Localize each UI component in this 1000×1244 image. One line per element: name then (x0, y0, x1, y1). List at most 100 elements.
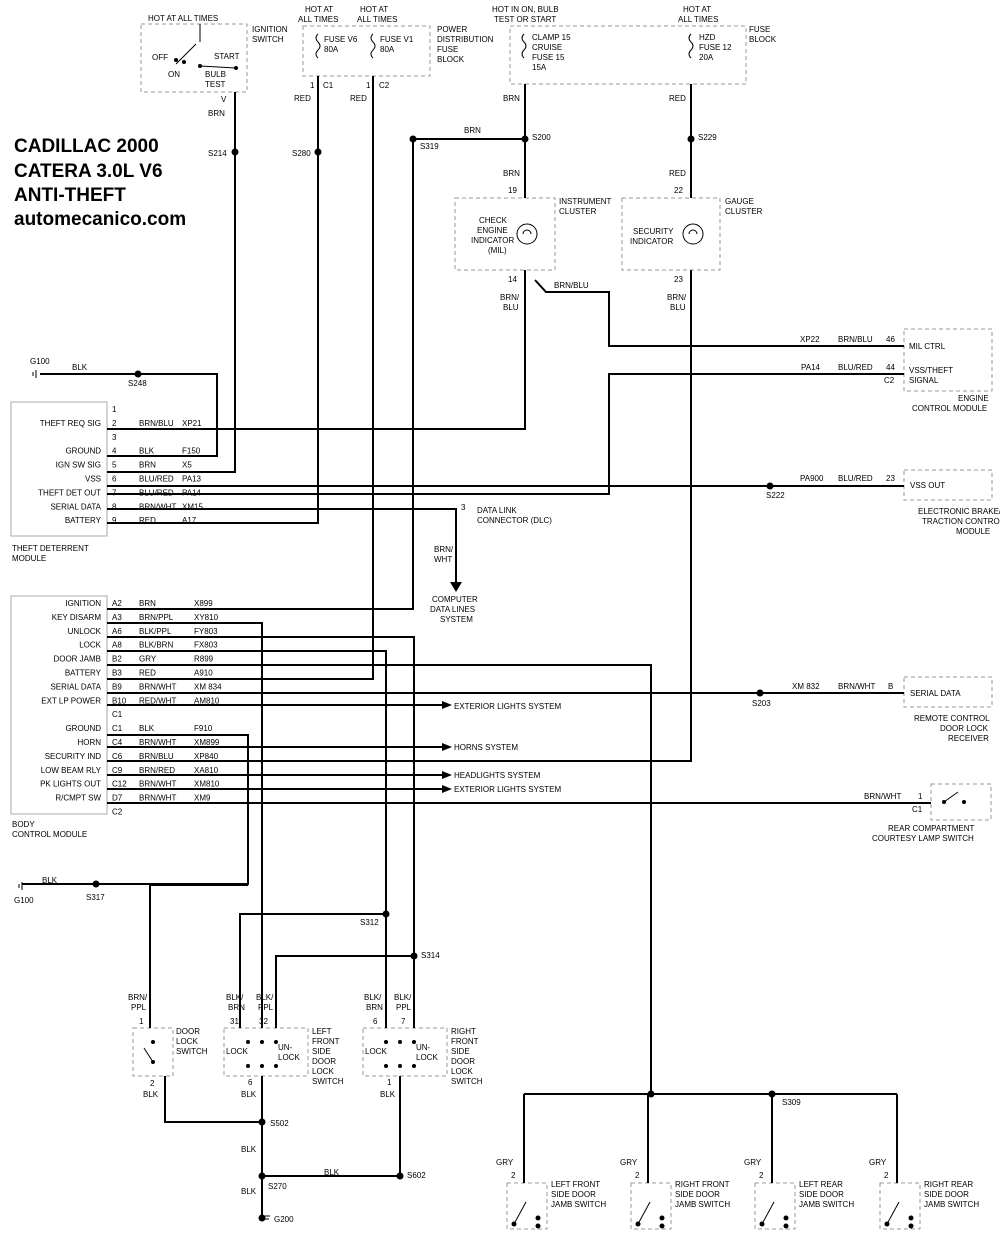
rf-name1: RIGHT (451, 1027, 476, 1036)
blk-1: BLK (241, 1145, 257, 1154)
s319-wire: BRN (464, 126, 481, 135)
rcdlr-pin: B (888, 682, 893, 691)
dot-s602 (396, 1172, 404, 1180)
jamb-switch-blade (761, 1201, 775, 1225)
lf-name6: SWITCH (312, 1077, 344, 1086)
left-front-door-lock-switch: BLK/ BRN BLK/ PPL 31 32 LOCK UN- LOCK LE… (223, 993, 344, 1099)
lf-box (223, 1027, 309, 1077)
fuseblock-f2a: HZD (699, 33, 716, 42)
bcm-name2: CONTROL MODULE (12, 830, 87, 839)
dot-s314 (410, 952, 418, 960)
jamb-name-3: JAMB SWITCH (551, 1200, 606, 1209)
rf-c3 (412, 1040, 416, 1044)
bcm-wire-color: BRN/BLU (139, 752, 174, 761)
bcm-circuit: XY810 (194, 613, 219, 622)
lf-name4: DOOR (312, 1057, 336, 1066)
jamb-name-2: SIDE DOOR (675, 1190, 720, 1199)
rcl-name2: COURTESY LAMP SWITCH (872, 834, 974, 843)
s309-label: S309 (782, 1098, 801, 1107)
rf-box (362, 1027, 448, 1077)
bcm-circuit: XM9 (194, 794, 211, 803)
jamb-wire-color: GRY (744, 1158, 762, 1167)
wire-tdm-ground (40, 373, 218, 457)
pdfb-box (302, 25, 431, 77)
dlc-dest2: DATA LINES (430, 605, 475, 614)
rf-c5 (398, 1064, 402, 1068)
dot-s312 (382, 910, 390, 918)
fuseblock-hot1a: HOT IN ON, BULB (492, 5, 559, 14)
rcl-pin: 1 (918, 792, 923, 801)
gauge-name1: GAUGE (725, 197, 754, 206)
s222-label: S222 (766, 491, 785, 500)
rcl-wire: BRN/WHT (864, 792, 901, 801)
lf-p1: 31 (230, 1017, 239, 1026)
tdm-pin-label: GROUND (65, 447, 101, 456)
tdm-name2: MODULE (12, 554, 46, 563)
bcm-pin-number: C9 (112, 766, 123, 775)
arrow-ext2-icon (442, 785, 452, 793)
rcl-blade (943, 791, 959, 803)
bcm-wire-color: GRY (139, 655, 157, 664)
bcm-dest-ext1: EXTERIOR LIGHTS SYSTEM (454, 702, 561, 711)
bcm-circuit: FY803 (194, 627, 218, 636)
wire-bcm-ground (22, 734, 249, 885)
pdfb-splice: S280 (292, 149, 311, 158)
g100-top-label: G100 (30, 357, 50, 366)
wire-dls-ground (164, 1076, 262, 1123)
bcm-circuit: XM899 (194, 738, 220, 747)
rf-name6: SWITCH (451, 1077, 483, 1086)
bcm-pin-number: C2 (112, 808, 123, 817)
arrow-horns-icon (442, 743, 452, 751)
dls-contact-a (151, 1040, 155, 1044)
bcm-circuit: F910 (194, 724, 213, 733)
lf-c1 (246, 1040, 250, 1044)
pdfb-hot2b: ALL TIMES (357, 15, 397, 24)
bcm-box (10, 595, 108, 815)
splice-s229: S229 (698, 133, 717, 142)
s314-label: S314 (421, 951, 440, 960)
bcm-wire-color: BRN/RED (139, 766, 175, 775)
bcm-pin-label: HORN (77, 738, 101, 747)
gauge-name2: CLUSTER (725, 207, 763, 216)
gauge-ind1: SECURITY (633, 227, 674, 236)
fuseblock-f1a: CLAMP 15 (532, 33, 571, 42)
jamb-name-1: RIGHT REAR (924, 1180, 973, 1189)
dot-s309 (768, 1090, 776, 1098)
g100-bottom-wire: BLK (42, 876, 58, 885)
dot-s319 (409, 135, 417, 143)
fuseblock-hot1b: TEST OR START (494, 15, 556, 24)
tdm-pin-label: THEFT DET OUT (38, 488, 101, 497)
bcm-circuit: FX803 (194, 641, 218, 650)
dot-s502 (258, 1118, 266, 1126)
pdfb-hot1a: HOT AT (305, 5, 333, 14)
bcm-pin-label: R/CMPT SW (55, 794, 101, 803)
bcm-dest-horns: HORNS SYSTEM (454, 743, 518, 752)
rf-c6 (412, 1064, 416, 1068)
ebtcm-wire: BLU/RED (838, 474, 873, 483)
tdm-pin-number: 9 (112, 516, 117, 525)
rf-c1 (384, 1040, 388, 1044)
wire-ign-brn (107, 92, 236, 473)
g200-label: G200 (274, 1215, 294, 1224)
rf-wire-out: BLK (380, 1090, 396, 1099)
fuseblock-wire2: RED (669, 94, 686, 103)
rear-compartment-lamp-switch: BRN/WHT 1 C1 REAR COMPARTMENT COURTESY L… (864, 783, 992, 843)
pdfb-conn1: C1 (323, 81, 334, 90)
tdm-circuit: XP21 (182, 419, 202, 428)
jamb-name-2: SIDE DOOR (799, 1190, 844, 1199)
lamp-filament (522, 229, 532, 235)
rcdlr-name2: DOOR LOCK (940, 724, 989, 733)
bcm-pin-number: B2 (112, 655, 122, 664)
fuse-12-icon (688, 33, 694, 59)
tdm-box (10, 401, 108, 537)
bcm-pin-label: IGNITION (65, 599, 101, 608)
tdm-circuit: F150 (182, 447, 201, 456)
cluster-pin-out: 14 (508, 275, 517, 284)
tdm-pin-label: SERIAL DATA (50, 502, 101, 511)
ground-g100-bottom: BLK G100 S317 (14, 876, 105, 905)
splice-s200: S200 (532, 133, 551, 142)
jamb-name-2: SIDE DOOR (551, 1190, 596, 1199)
tdm-pin-number: 7 (112, 488, 117, 497)
